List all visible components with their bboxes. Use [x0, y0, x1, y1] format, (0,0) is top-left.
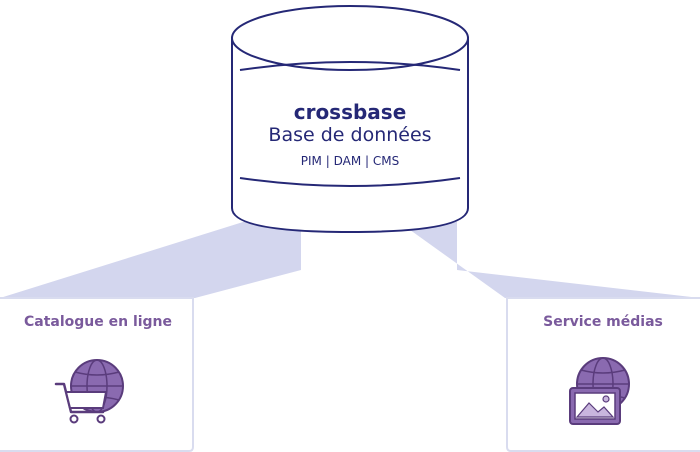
- database-subtitle: Base de données: [268, 124, 432, 146]
- connector-right: [399, 222, 700, 298]
- database-cylinder: [231, 5, 469, 234]
- cylinder-ring-top: [239, 61, 461, 71]
- globe-cart-icon: [54, 359, 124, 424]
- database-title: crossbase: [293, 100, 407, 124]
- card-right-title: Service médias: [543, 314, 663, 330]
- globe-image-icon: [569, 357, 630, 425]
- database-modules: PIM | DAM | CMS: [300, 154, 400, 168]
- connector-left: [0, 222, 301, 298]
- cylinder-ring-bottom: [239, 177, 461, 187]
- card-left-title: Catalogue en ligne: [23, 314, 173, 330]
